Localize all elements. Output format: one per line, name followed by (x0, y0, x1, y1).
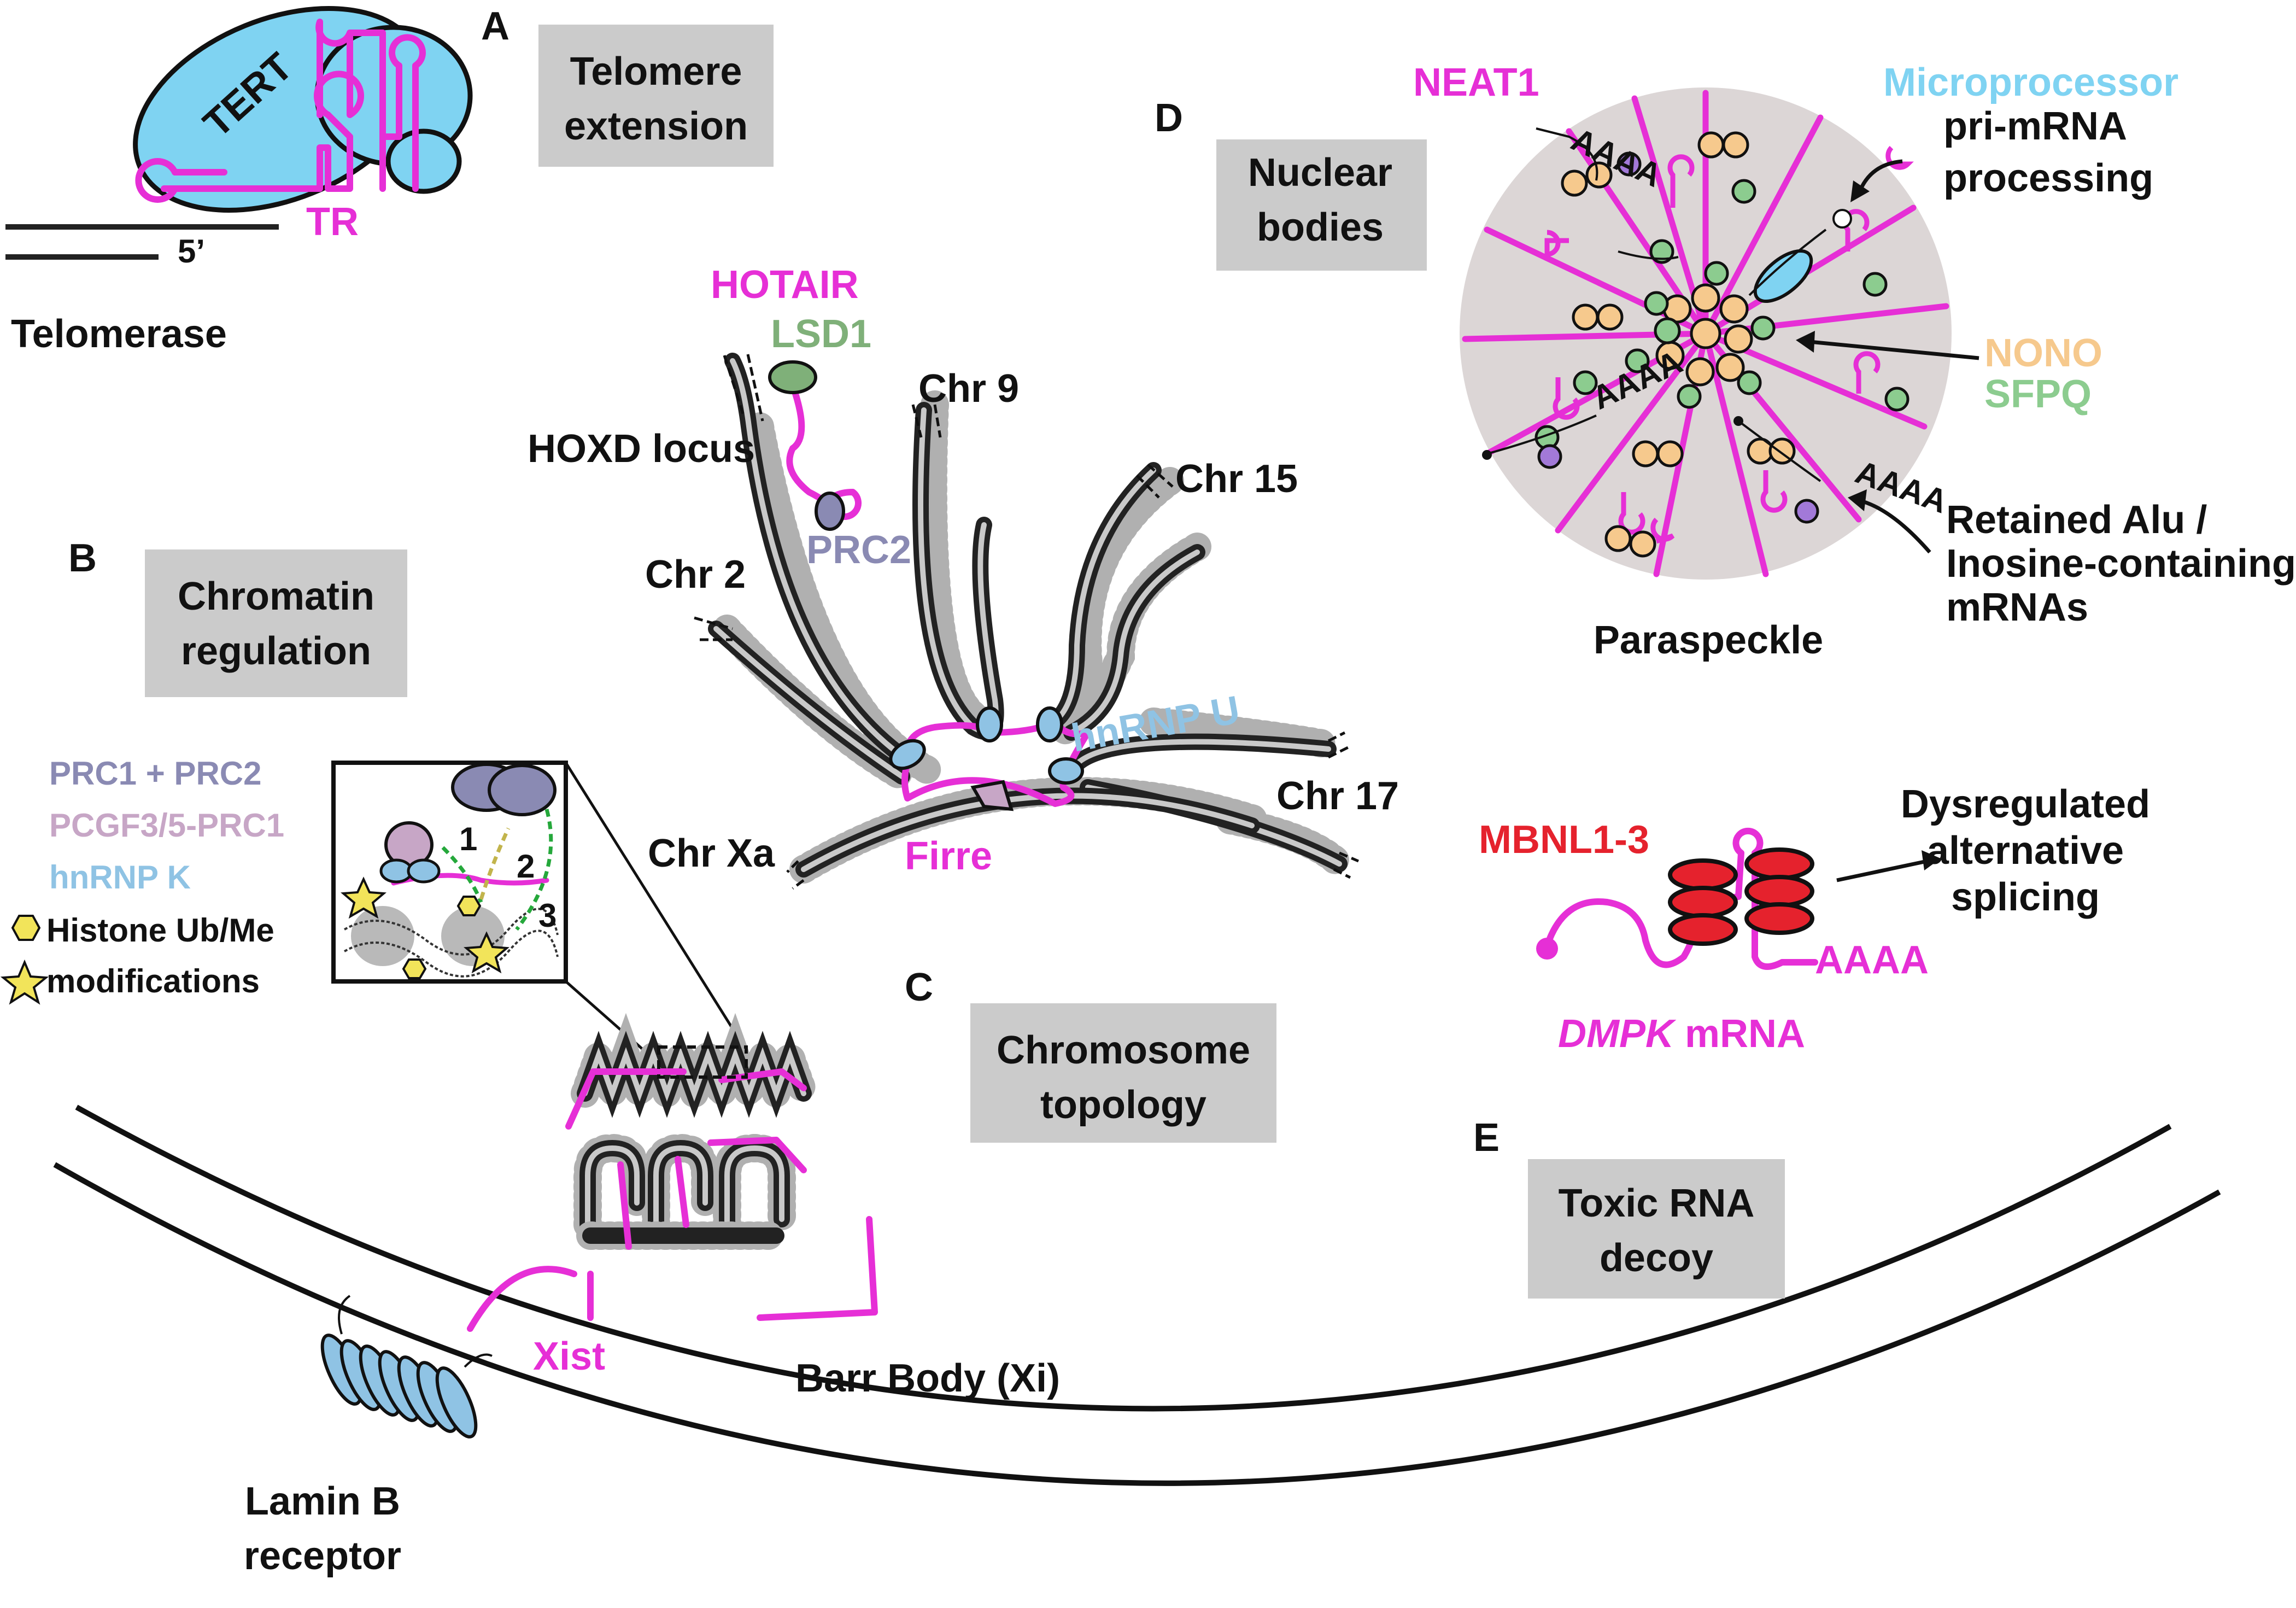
prc2-label: PRC2 (806, 528, 911, 572)
firre-label: Firre (905, 834, 992, 878)
nono-label: NONO (1984, 331, 2102, 375)
pri-mrna-line1: pri-mRNA (1943, 104, 2127, 148)
chromosome-arms (694, 353, 1359, 890)
chr2-label: Chr 2 (645, 553, 746, 597)
dmpk-label: DMPK mRNA (1558, 1012, 1805, 1056)
panel-e-title-line1: Toxic RNA (1559, 1182, 1755, 1225)
step-3: 3 (538, 897, 557, 934)
panel-b-letter: B (68, 536, 97, 580)
telomerase-caption: Telomerase (11, 312, 227, 356)
splicing-line1: Dysregulated (1901, 782, 2150, 826)
lamin-b-receptor (320, 1295, 493, 1439)
panel-e-decoy: E Toxic RNA decoy MBNL1-3 Dysregulated a… (1473, 782, 2150, 1299)
panel-d-paraspeckle: D Nuclear bodies NEAT1 (1155, 61, 2296, 662)
hoxd-label: HOXD locus (528, 427, 755, 471)
nuclear-envelope (53, 1104, 2221, 1486)
xist-label: Xist (533, 1335, 605, 1378)
panel-b-chromatin: B Chromatin regulation PRC1 + PRC2 PCGF3… (0, 536, 1060, 1578)
hexagon-icon (11, 915, 41, 941)
panel-c-title-box (970, 1003, 1276, 1143)
retained-line3: mRNAs (1946, 586, 2088, 629)
panel-e-title-line2: decoy (1600, 1236, 1713, 1280)
hnrnpk-shape-2 (407, 858, 441, 884)
chr15-label: Chr 15 (1175, 457, 1298, 501)
barr-body (467, 1013, 878, 1332)
tert-small-subunit-shape (385, 128, 462, 194)
splicing-line2: alternative (1927, 829, 2124, 873)
paraspeckle-label: Paraspeckle (1594, 618, 1823, 662)
panel-d-title-box (1216, 139, 1427, 271)
neat1-label: NEAT1 (1413, 61, 1539, 104)
panel-a-title-box (538, 25, 774, 167)
panel-d-title-line1: Nuclear (1248, 151, 1392, 195)
panel-d-title-line2: bodies (1257, 206, 1384, 249)
chrxa-label: Chr Xa (648, 832, 775, 875)
panel-a-telomerase: A Telomere extension TERT TR 5’ Telomera… (5, 4, 774, 356)
panel-c-title-line2: topology (1040, 1083, 1206, 1127)
lamin-label-line1: Lamin B (245, 1480, 400, 1523)
panel-a-title-line1: Telomere (570, 50, 742, 93)
barr-body-label: Barr Body (Xi) (795, 1356, 1060, 1400)
panel-d-letter: D (1155, 96, 1183, 140)
lsd1-shape (768, 360, 817, 394)
panel-c-title-line1: Chromosome (997, 1028, 1250, 1072)
mbnl-proteins (1668, 847, 1814, 946)
prc2-hotair-shape (815, 492, 845, 531)
chr17-label: Chr 17 (1276, 774, 1399, 818)
legend-pcgf: PCGF3/5-PRC1 (49, 807, 284, 844)
legend-prc1-prc2: PRC1 + PRC2 (49, 755, 261, 792)
lsd1-label: LSD1 (771, 312, 871, 356)
retained-line1: Retained Alu / (1946, 498, 2207, 542)
legend-hnrnpk: hnRNP K (49, 859, 191, 896)
e-aaaa-label: AAAA (1815, 938, 1929, 982)
dmpk-rest: mRNA (1674, 1012, 1805, 1056)
microprocessor-label: Microprocessor (1883, 61, 2178, 104)
retained-line2: Inosine-containing (1946, 542, 2296, 586)
scattered-proteins (1534, 131, 1910, 558)
panel-a-title-line2: extension (564, 104, 748, 148)
panel-e-letter: E (1473, 1116, 1500, 1160)
panel-e-title-box (1528, 1159, 1785, 1299)
microprocessor-shape (1753, 249, 1813, 303)
legend-modifications: modifications (46, 963, 260, 999)
panel-c-letter: C (905, 966, 933, 1009)
step-2: 2 (517, 848, 535, 885)
splicing-line3: splicing (1951, 875, 2100, 919)
five-prime-label: 5’ (178, 233, 205, 270)
core-proteins (1625, 261, 1776, 409)
step-1: 1 (459, 821, 477, 857)
star-icon (0, 959, 49, 1005)
mbnl-label: MBNL1-3 (1479, 818, 1649, 862)
panel-c-topology: C Chromosome topology (528, 263, 1399, 1143)
tr-label: TR (306, 200, 359, 244)
mrna-cap (1536, 938, 1558, 960)
panel-b-title-line2: regulation (181, 629, 371, 673)
dmpk-italic: DMPK (1558, 1012, 1677, 1056)
panel-a-letter: A (481, 4, 509, 48)
lamin-label-line2: receptor (244, 1534, 401, 1578)
panel-b-title-box (145, 549, 407, 697)
sfpq-label: SFPQ (1984, 372, 2092, 416)
prc2-shape (488, 764, 557, 816)
pri-mrna-line2: processing (1943, 156, 2153, 200)
chr9-label: Chr 9 (918, 367, 1019, 411)
neat1-hairpins (1544, 145, 1914, 544)
legend-histone: Histone Ub/Me (46, 912, 274, 949)
hotair-label: HOTAIR (711, 263, 859, 307)
panel-b-title-line1: Chromatin (178, 575, 374, 618)
